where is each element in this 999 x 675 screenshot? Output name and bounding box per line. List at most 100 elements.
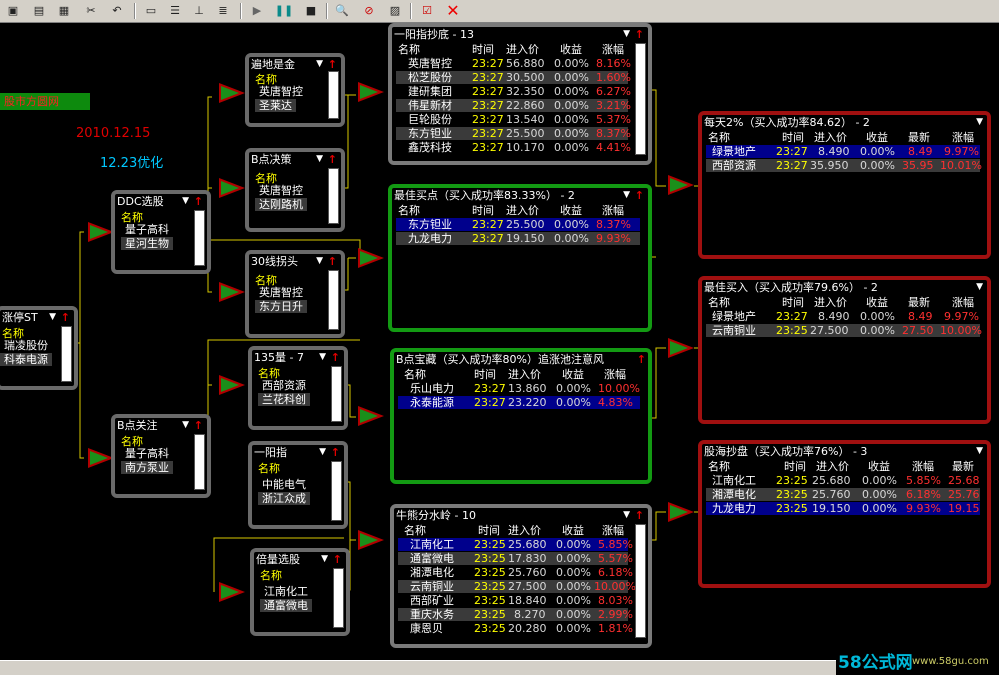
align-stack-icon[interactable]: ≣ (218, 4, 228, 17)
close-icon[interactable]: ✕ (446, 1, 460, 20)
list-item[interactable]: 浙江众成 (258, 492, 310, 505)
dropdown-arrow-icon[interactable]: ▼ (623, 29, 630, 39)
up-arrow-icon[interactable]: ↑ (330, 446, 340, 459)
up-arrow-icon[interactable]: ↑ (193, 195, 203, 208)
dropdown-arrow-icon[interactable]: ▼ (316, 256, 323, 266)
dropdown-arrow-icon[interactable]: ▼ (976, 282, 983, 292)
dropdown-arrow-icon[interactable]: ▼ (316, 59, 323, 69)
node-beiliang[interactable]: 倍量选股▼↑ 名称 江南化工 通富微电 (250, 548, 350, 636)
list-item[interactable]: 达刚路机 (255, 198, 307, 211)
dropdown-arrow-icon[interactable]: ▼ (319, 352, 326, 362)
dropdown-arrow-icon[interactable]: ▼ (319, 447, 326, 457)
up-arrow-icon[interactable]: ↑ (193, 419, 203, 432)
node-b-guanzhu[interactable]: B点关注▼↑ 名称 量子高科 南方泵业 (111, 414, 211, 498)
up-arrow-icon[interactable]: ↑ (60, 311, 70, 324)
up-arrow-icon[interactable]: ↑ (634, 189, 644, 202)
up-arrow-icon[interactable]: ↑ (327, 58, 337, 71)
dropdown-arrow-icon[interactable]: ▼ (976, 117, 983, 127)
node-biandi-shijin[interactable]: 遍地是金▼↑ 名称 英唐智控 圣莱达 (245, 53, 345, 127)
up-arrow-icon[interactable]: ↑ (636, 353, 646, 366)
list-item[interactable]: 圣莱达 (255, 99, 296, 112)
node-yiyangzhi[interactable]: 一阳指▼↑ 名称 中能电气 浙江众成 (248, 441, 348, 529)
list-item[interactable]: 南方泵业 (121, 461, 173, 474)
list-item[interactable]: 星河生物 (121, 237, 173, 250)
save-icon[interactable]: ▦ (58, 4, 70, 17)
align-left-icon[interactable]: ☰ (170, 4, 180, 17)
align-bottom-icon[interactable]: ⊥ (194, 4, 204, 17)
dropdown-arrow-icon[interactable]: ▼ (49, 312, 56, 322)
scrollbar[interactable] (635, 43, 646, 155)
up-arrow-icon[interactable]: ↑ (634, 509, 644, 522)
list-item[interactable]: 科泰电源 (0, 353, 52, 366)
list-item[interactable]: 瑞凌股份 (4, 339, 48, 352)
horizontal-scrollbar[interactable] (0, 660, 836, 675)
node-zhangting-st[interactable]: 涨停ST▼↑ 名称 瑞凌股份 科泰电源 (0, 306, 78, 390)
dropdown-arrow-icon[interactable]: ▼ (182, 196, 189, 206)
list-item[interactable]: 东方日升 (255, 300, 307, 313)
table-stock-bottom[interactable]: 股海抄盘（买入成功率76%） - 3▼ 名称 时间 进入价 收益 涨幅 最新 江… (698, 440, 991, 588)
up-arrow-icon[interactable]: ↑ (327, 153, 337, 166)
up-arrow-icon[interactable]: ↑ (330, 351, 340, 364)
up-arrow-icon[interactable]: ↑ (332, 553, 342, 566)
scrollbar[interactable] (331, 366, 342, 422)
dropdown-arrow-icon[interactable]: ▼ (623, 510, 630, 520)
scrollbar[interactable] (331, 461, 342, 521)
node-b-juece[interactable]: B点决策▼↑ 名称 英唐智控 达刚路机 (245, 148, 345, 232)
table-best-buy-point[interactable]: 最佳买点（买入成功率83.33%） - 2▼↑ 名称 时间 进入价 收益 涨幅 … (388, 184, 652, 332)
scrollbar[interactable] (194, 210, 205, 266)
list-item[interactable]: 西部资源 (262, 379, 306, 392)
dropdown-arrow-icon[interactable]: ▼ (321, 554, 328, 564)
scrollbar[interactable] (328, 168, 339, 224)
stop-icon[interactable]: ■ (305, 4, 317, 17)
find-icon[interactable]: ⊘ (364, 4, 374, 17)
up-arrow-icon[interactable]: ↑ (327, 255, 337, 268)
table-b-treasure[interactable]: B点宝藏（买入成功率80%）追涨池注意风 ↑ 名称 时间 进入价 收益 涨幅 乐… (390, 348, 652, 484)
undo-icon[interactable]: ↶ (112, 4, 122, 17)
scrollbar[interactable] (328, 270, 339, 330)
zoom-icon[interactable]: 🔍 (335, 4, 349, 17)
table-daily-2pct[interactable]: 每天2%（买入成功率84.62） - 2▼ 名称 时间 进入价 收益 最新 涨幅… (698, 111, 991, 259)
dropdown-arrow-icon[interactable]: ▼ (182, 420, 189, 430)
dropdown-arrow-icon[interactable]: ▼ (623, 190, 630, 200)
table-best-buy[interactable]: 最佳买入（买入成功率79.6%） - 2▼ 名称 时间 进入价 收益 最新 涨幅… (698, 276, 991, 424)
list-item[interactable]: 英唐智控 (259, 286, 303, 299)
list-item[interactable]: 通富微电 (260, 599, 312, 612)
list-item[interactable]: 英唐智控 (259, 85, 303, 98)
dropdown-arrow-icon[interactable]: ▼ (316, 154, 323, 164)
scissors-icon[interactable]: ✂ (86, 4, 96, 17)
dropdown-arrow-icon[interactable]: ▼ (976, 446, 983, 456)
scrollbar[interactable] (194, 434, 205, 490)
new-icon[interactable]: ▣ (7, 4, 19, 17)
scrollbar[interactable] (328, 71, 339, 119)
list-item[interactable]: 江南化工 (264, 585, 308, 598)
node-ddc[interactable]: DDC选股▼↑ 名称 量子高科 星河生物 (111, 190, 211, 274)
scrollbar[interactable] (61, 326, 72, 382)
open-icon[interactable]: ▤ (33, 4, 45, 17)
rect-icon[interactable]: ▭ (145, 4, 157, 17)
list-item[interactable]: 量子高科 (125, 447, 169, 460)
